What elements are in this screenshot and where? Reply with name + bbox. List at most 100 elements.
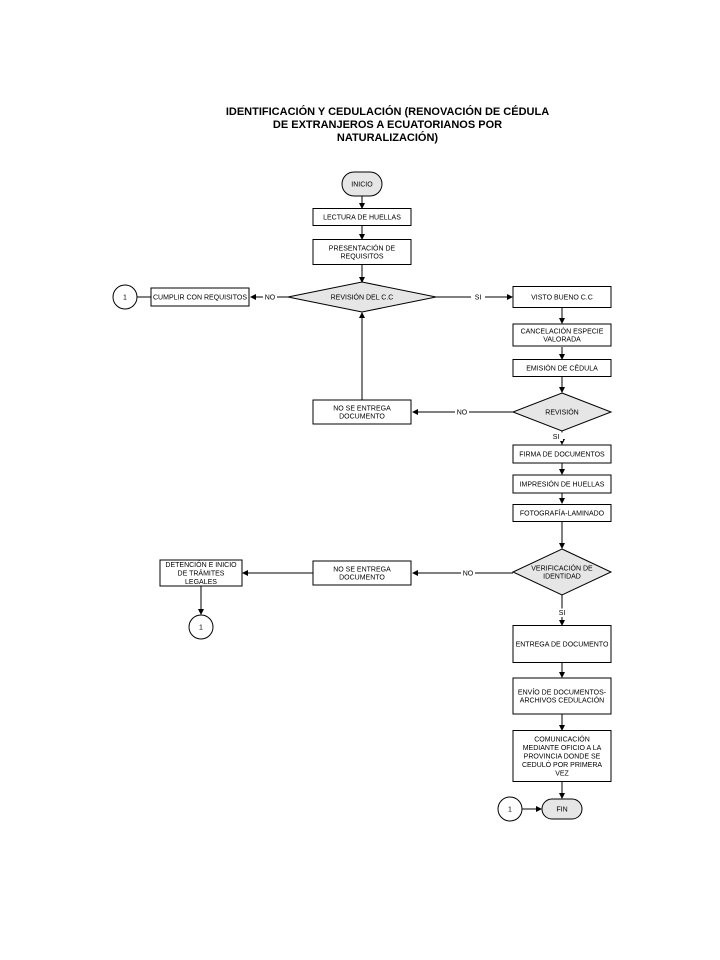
decision-diamond [287,281,437,313]
title-line: NATURALIZACIÓN) [336,132,439,144]
node-connector-1b: 1 [188,614,214,640]
diagram-title: IDENTIFICACIÓN Y CEDULACIÓN (RENOVACIÓN … [200,106,575,145]
edge-label-si-revision: SI [553,434,560,441]
node-label: INICIO [351,182,373,189]
edge-label-no-cumplir: NO [265,295,276,302]
node-lectura: LECTURA DE HUELLAS [312,208,412,226]
edge-label-bg [461,569,475,578]
node-connector-1c: 1 [497,796,523,822]
node-label: REVISIÓN [545,408,578,417]
node-label: ARCHIVOS CEDULACIÓN [520,696,604,705]
process-box [512,286,612,308]
connector-circle [497,796,523,822]
node-label: FOTOGRAFÍA-LAMINADO [520,509,605,518]
process-box [512,474,612,494]
node-label: CUMPLIR CON REQUISITOS [153,295,247,302]
node-impresion: IMPRESIÓN DE HUELLAS [512,474,612,494]
node-label: VERIFICACIÓN DE [531,563,593,572]
process-box [512,504,612,522]
process-box [312,239,412,265]
decision-diamond [511,392,613,432]
node-label: VALORADA [543,337,581,344]
terminator-shape [341,171,383,197]
node-label: CANCELACIÓN ESPECIE [521,326,604,335]
node-label: IMPRESIÓN DE HUELLAS [520,480,605,489]
node-label: MEDIANTE OFICIO A LA [523,745,602,752]
node-label: 1 [123,295,127,302]
node-label: REVISIÓN DEL C.C [331,293,394,302]
process-box [512,359,612,377]
node-label: LEGALES [185,579,217,586]
node-revision-cc: REVISIÓN DEL C.C [287,281,437,313]
node-cancelacion: CANCELACIÓN ESPECIE VALORADA [512,323,612,347]
node-label: DETENCIÓN E INICIO [165,560,237,569]
node-label: 1 [199,625,203,632]
node-fin: FIN [541,798,583,820]
node-label: IDENTIDAD [543,574,581,581]
process-box [312,560,412,586]
terminator-shape [541,798,583,820]
edge-label-no-revision: NO [457,410,468,417]
node-label: CEDULÓ POR PRIMERA [522,760,602,769]
node-label: VISTO BUENO C.C [531,295,593,302]
node-label: DE TRÁMITES [178,569,225,578]
connector-circle [112,284,138,310]
node-emision: EMISIÓN DE CÉDULA [512,359,612,377]
process-box [512,323,612,347]
edge-label-bg [471,293,485,302]
process-box [512,444,612,464]
node-inicio: INICIO [341,171,383,197]
node-visto-bueno: VISTO BUENO C.C [512,286,612,308]
edge-label-bg [555,608,569,617]
edge-label-no-verificacion: NO [463,571,474,578]
node-label: PROVINCIA DONDE SE [524,754,601,761]
node-label: COMUNICACIÓN [534,735,590,744]
node-connector-1a: 1 [112,284,138,310]
decision-diamond [511,548,613,596]
title-line: IDENTIFICACIÓN Y CEDULACIÓN (RENOVACIÓN … [225,106,550,118]
edge-label-si-verificacion: SI [559,610,566,617]
node-label: LECTURA DE HUELLAS [323,215,401,222]
node-presentacion: PRESENTACIÓN DE REQUISITOS [312,239,412,265]
node-label: NO SE ENTREGA [333,566,391,573]
node-label: DOCUMENTO [339,414,385,421]
node-entrega: ENTREGA DE DOCUMENTO [512,625,612,663]
node-firma: FIRMA DE DOCUMENTOS [512,444,612,464]
node-label: REQUISITOS [340,254,383,261]
node-fotografia: FOTOGRAFÍA-LAMINADO [512,504,612,522]
flow-edge-labels: NO SI NO SI NO SI [263,293,569,617]
process-box [312,399,412,425]
process-box [512,730,612,782]
node-label: FIN [556,807,567,814]
process-box [159,559,243,587]
process-box [312,208,412,226]
process-box [150,287,250,307]
node-label: ENTREGA DE DOCUMENTO [516,642,609,649]
node-cumplir: CUMPLIR CON REQUISITOS [150,287,250,307]
process-box [512,677,612,715]
edge-label-bg [455,408,469,417]
node-revision: REVISIÓN [511,392,613,432]
process-box [512,625,612,663]
node-label: PRESENTACIÓN DE [329,243,396,252]
node-label: EMISIÓN DE CÉDULA [526,364,598,373]
flow-nodes: INICIO LECTURA DE HUELLAS PRESENTACIÓN DE R… [112,171,613,822]
node-label: VEZ [555,770,569,777]
flow-connectors [137,196,565,812]
connector-circle [188,614,214,640]
node-label: ENVÍO DE DOCUMENTOS- [518,687,607,696]
node-label: 1 [508,807,512,814]
node-envio: ENVÍO DE DOCUMENTOS-ARCHIVOS CEDULACIÓN [512,677,612,715]
node-label: FIRMA DE DOCUMENTOS [519,452,605,459]
node-verificacion: VERIFICACIÓN DE IDENTIDAD [511,548,613,596]
title-line: DE EXTRANJEROS A ECUATORIANOS POR [272,119,503,131]
node-label: NO SE ENTREGA [333,405,391,412]
edge-label-bg [549,432,563,441]
edge-label-si-visto: SI [475,295,482,302]
edge-label-bg [263,293,277,302]
node-no-entrega-1: NO SE ENTREGA DOCUMENTO [312,399,412,425]
